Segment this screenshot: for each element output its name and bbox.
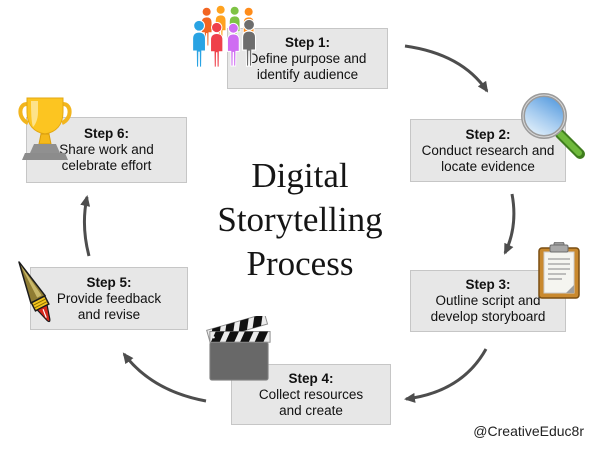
credit-handle: @CreativeEduc8r — [473, 423, 584, 439]
step-3-title: Step 3: — [465, 277, 511, 292]
step-6-text-line2: celebrate effort — [61, 158, 152, 173]
step-4-title: Step 4: — [288, 370, 334, 386]
arrow-step1-to-step2 — [404, 44, 489, 93]
step-6-title: Step 6: — [83, 126, 129, 141]
people-group-icon — [190, 4, 268, 78]
step-5-box: Step 5: Provide feedback and revise — [30, 267, 188, 330]
arrow-step5-to-step6 — [80, 195, 91, 257]
step-4-text-line2: and create — [279, 402, 343, 418]
diagram-title: Digital Storytelling Process — [150, 154, 450, 286]
step-5-title: Step 5: — [86, 274, 132, 290]
clapperboard-icon — [202, 313, 276, 389]
step-1-text-line2: identify audience — [256, 66, 359, 82]
step-3-text-line1: Outline script and — [435, 293, 541, 308]
step-3-text-line2: develop storyboard — [430, 309, 546, 324]
clipboard-icon — [537, 241, 583, 305]
step-5-text-line2: and revise — [77, 306, 141, 322]
step-5-text-line1: Provide feedback — [56, 290, 162, 306]
step-1-text-line1: Define purpose and — [248, 50, 367, 66]
magnifier-icon — [516, 90, 588, 167]
step-4-text-line1: Collect resources — [258, 386, 364, 402]
trophy-icon — [14, 92, 76, 179]
step-2-text-line1: Conduct research and — [421, 142, 555, 158]
diagram-title-line1: Digital — [251, 156, 349, 195]
step-3-box: Step 3: Outline script and develop story… — [410, 270, 566, 332]
arrow-step3-to-step4 — [404, 348, 488, 403]
diagram-title-line3: Process — [246, 244, 354, 283]
step-1-title: Step 1: — [284, 34, 330, 50]
step-2-text-line2: locate evidence — [441, 158, 535, 174]
pen-icon — [3, 258, 61, 343]
step-6-text-line1: Share work and — [59, 142, 154, 157]
arrow-step2-to-step3 — [503, 193, 516, 255]
arrow-step4-to-step5 — [122, 352, 207, 403]
diagram-title-line2: Storytelling — [217, 200, 383, 239]
step-2-title: Step 2: — [465, 126, 511, 142]
